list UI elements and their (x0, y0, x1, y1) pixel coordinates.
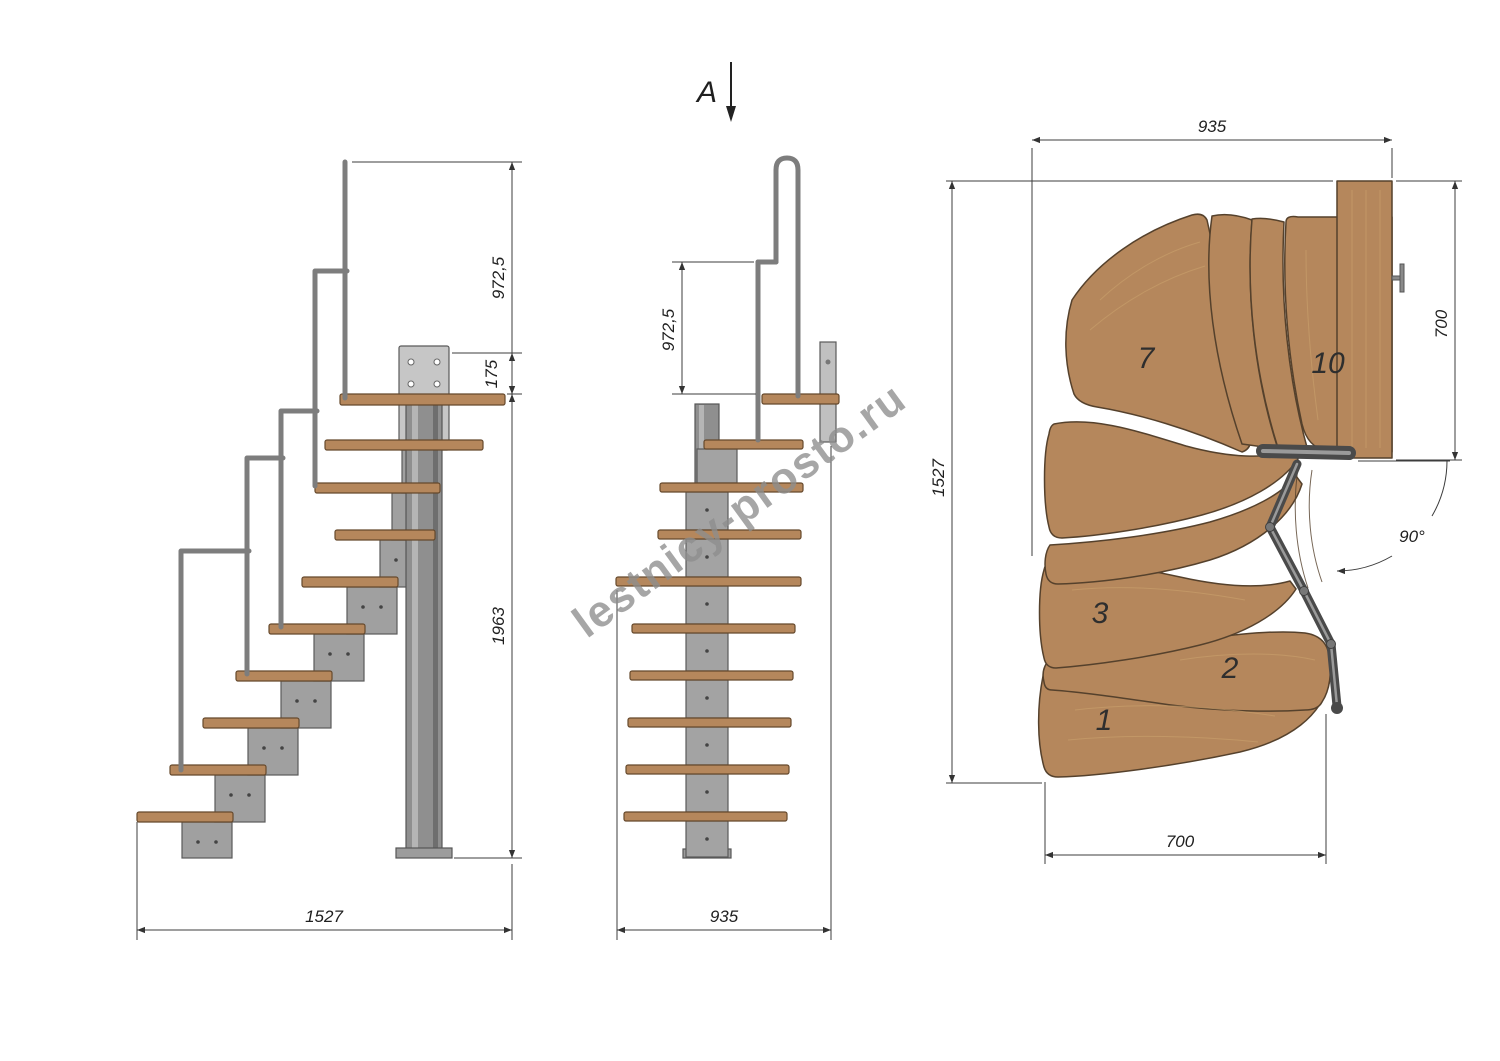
handrail-post (244, 455, 286, 677)
plan-step-label-3: 3 (1092, 597, 1109, 630)
handrail-post (278, 408, 320, 630)
tread (324, 439, 484, 451)
dim-handrail-height-front: 972,5 (659, 308, 678, 351)
handrail-joint (1326, 639, 1336, 649)
plan-view: 1 2 3 7 10 935 700 (929, 117, 1462, 864)
dim-total-run: 1527 (305, 907, 343, 926)
plan-step-4 (1044, 475, 1303, 585)
side-handrail (178, 159, 350, 773)
handrail-joint (1299, 586, 1309, 596)
tread (169, 764, 267, 776)
side-step-modules (181, 449, 441, 859)
angle-arc (1336, 555, 1393, 575)
front-wall-bracket (819, 341, 837, 443)
handrail-post (178, 548, 252, 773)
plan-handrail (1256, 444, 1356, 714)
tread (631, 623, 796, 634)
plan-dimensions (946, 136, 1462, 864)
tread (314, 482, 441, 494)
plan-hidden-edges (1294, 467, 1323, 589)
handrail-loop (773, 155, 801, 399)
front-view: 972,5 935 (615, 155, 840, 940)
side-treads (136, 393, 506, 823)
plan-step-label-2: 2 (1221, 652, 1239, 685)
plan-wall-bracket (1391, 263, 1405, 293)
side-view: 972,5 175 1963 1527 (136, 159, 522, 940)
section-label: A (695, 76, 717, 109)
tread (334, 529, 436, 541)
tread (703, 439, 804, 450)
tread (659, 482, 804, 493)
plan-step-5 (1043, 421, 1299, 539)
front-treads (615, 393, 840, 822)
tread (301, 576, 399, 588)
dim-handrail-height-side: 972,5 (489, 256, 508, 299)
tread (235, 670, 333, 682)
side-dimensions (136, 161, 522, 940)
tread (627, 717, 792, 728)
section-marker: A (695, 62, 736, 122)
watermark-text: lestnicy-prosto.ru (564, 373, 915, 647)
front-module-bolts (705, 508, 709, 841)
step-module (696, 448, 738, 484)
dim-column-height: 1963 (489, 607, 508, 645)
angle-arc (1431, 460, 1448, 517)
plan-step-label-1: 1 (1096, 704, 1113, 737)
plan-step-9 (1249, 217, 1309, 452)
dim-total-width-front: 935 (710, 907, 739, 926)
tread (623, 811, 788, 822)
tread (268, 623, 366, 635)
front-handrail (755, 155, 801, 443)
tread (136, 811, 234, 823)
plan-wood-grain (1067, 190, 1381, 743)
plan-step-label-7: 7 (1138, 342, 1156, 375)
dim-landing-depth: 700 (1432, 309, 1451, 338)
tread (615, 576, 802, 587)
front-dimensions (616, 261, 832, 940)
dim-bottom-width: 700 (1166, 832, 1195, 851)
handrail-joint (1265, 522, 1275, 532)
tread (625, 764, 790, 775)
column-base-plate (395, 847, 453, 859)
dim-top-width: 935 (1198, 117, 1227, 136)
plan-step-label-10: 10 (1311, 347, 1345, 380)
step-module (685, 632, 729, 672)
dim-bracket-offset: 175 (482, 359, 501, 388)
section-arrow-head (726, 106, 736, 122)
tread (202, 717, 300, 729)
dim-total-depth: 1527 (929, 459, 948, 497)
handrail-end (1331, 702, 1343, 714)
platform-tread (339, 393, 506, 406)
dim-turn-angle: 90° (1399, 527, 1425, 546)
handrail-post (312, 268, 350, 489)
plan-landing (1336, 180, 1393, 459)
tread (629, 670, 794, 681)
plan-treads (1037, 180, 1393, 778)
step-module (181, 821, 233, 859)
plan-step-3 (1038, 561, 1297, 669)
side-support-column (395, 403, 453, 859)
tread (657, 529, 802, 540)
